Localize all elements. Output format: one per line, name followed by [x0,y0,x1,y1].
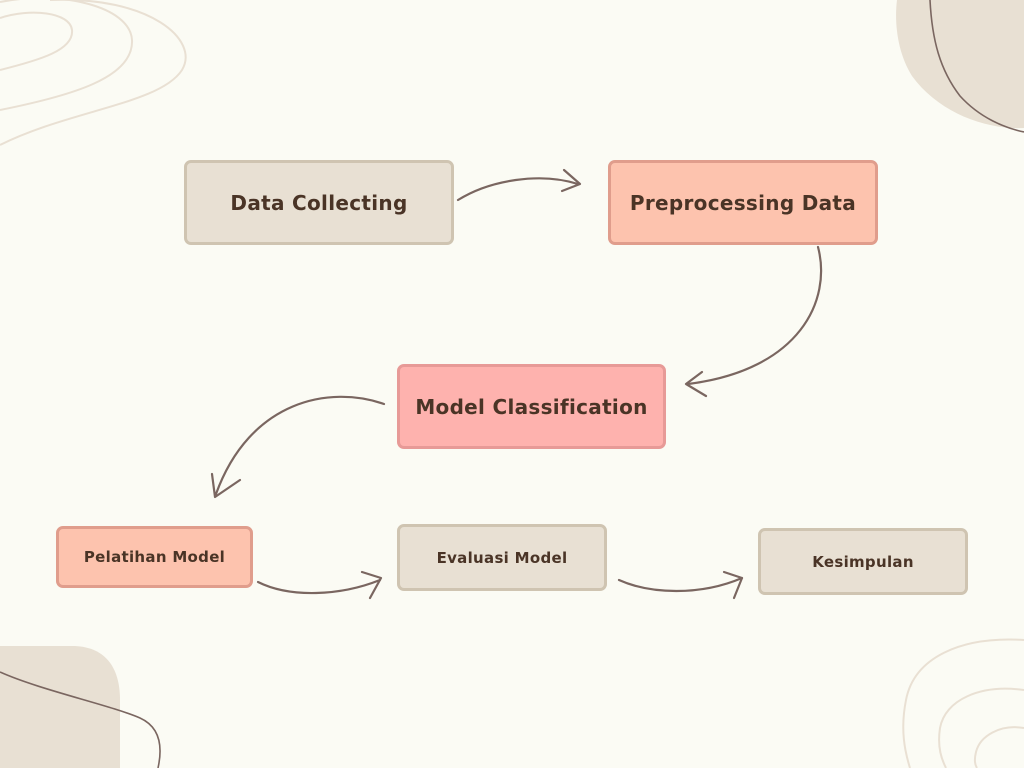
node-data-collecting: Data Collecting [184,160,454,245]
contour-line-top-right [929,0,1024,133]
arrow-data-collecting-to-preprocessing [456,168,582,202]
contour-line-top-left-2 [0,0,134,111]
node-preprocessing-data: Preprocessing Data [608,160,878,245]
contour-line-bottom-right-1 [902,638,1024,768]
arrow-pelatihan-to-evaluasi [256,570,383,600]
contour-line-top-left-3 [0,0,187,146]
node-pelatihan-model: Pelatihan Model [56,526,253,588]
node-model-classification: Model Classification [397,364,666,449]
contour-line-top-left-1 [0,11,74,71]
node-kesimpulan: Kesimpulan [758,528,968,595]
arrow-model-classification-to-pelatihan [210,395,386,499]
blob-bottom-left [0,646,120,768]
blob-top-right [896,0,1024,129]
arrow-preprocessing-to-model-classification [684,245,823,398]
contour-line-bottom-right-3 [973,726,1024,768]
arrow-evaluasi-to-kesimpulan [617,570,744,600]
contour-line-bottom-left [0,671,161,768]
node-evaluasi-model: Evaluasi Model [397,524,607,591]
contour-line-bottom-right-2 [938,687,1024,768]
